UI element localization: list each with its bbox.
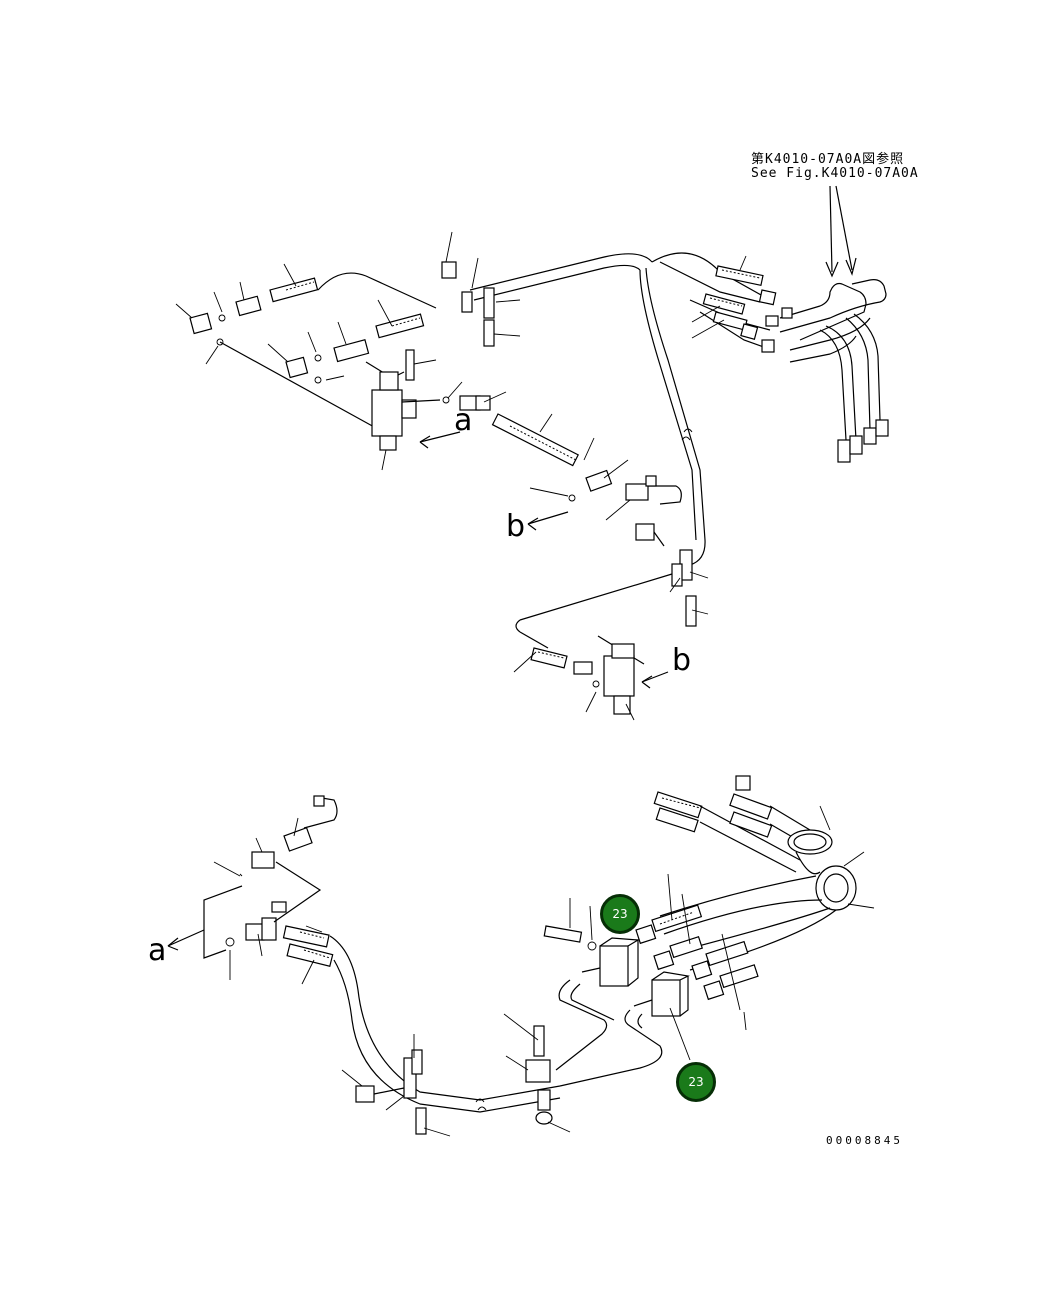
upper-valve [365, 349, 450, 451]
view-label-b-middle: b [506, 509, 526, 544]
lower-assembly [167, 775, 875, 1137]
valve-blocks [543, 925, 690, 1017]
view-label-a-upper: a [454, 403, 473, 438]
reference-note-en: See Fig.K4010-07A0A [751, 166, 919, 181]
middle-sensor [568, 469, 682, 505]
view-label-b-lower: b [672, 643, 692, 678]
right-pipe-bundle [779, 279, 889, 463]
upper-left-fittings [189, 272, 437, 429]
upper-right-hoses [702, 265, 793, 353]
middle-clamp [635, 523, 697, 627]
lower-left-fittings [225, 795, 338, 947]
callout-23-lower[interactable]: 23 [676, 1062, 716, 1102]
lower-valve [592, 635, 645, 715]
callout-23-upper[interactable]: 23 [600, 894, 640, 934]
upper-assembly [175, 185, 889, 721]
upper-leaders [175, 185, 857, 721]
left-hoses [282, 925, 561, 1113]
lower-leaders [167, 805, 875, 1137]
reference-note-jp: 第K4010-07A0A図参照 [751, 152, 905, 167]
drawing-number: 00008845 [826, 1134, 903, 1147]
big-hose-bundle [653, 775, 857, 971]
upper-clamp [441, 261, 495, 347]
middle-hose [459, 395, 579, 467]
lower-clamps [355, 1025, 553, 1135]
block-hoses [635, 904, 759, 1001]
view-label-a-bottom: a [148, 933, 167, 968]
